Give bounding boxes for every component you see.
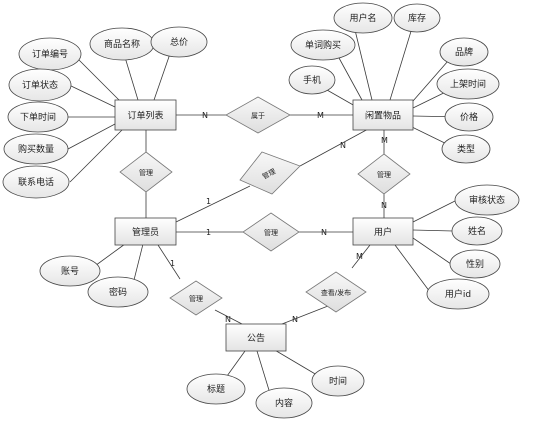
rel-admin-notice[interactable]: 管理 (169, 280, 223, 316)
attr-password[interactable]: 密码 (87, 276, 149, 308)
rel-admin-notice-label: 管理 (189, 294, 203, 303)
attr-account[interactable]: 账号 (39, 255, 101, 287)
attr-order-time-label: 下单时间 (20, 111, 56, 123)
notice-label: 公告 (247, 332, 265, 344)
card-manage-items-admin: 1 (206, 197, 211, 206)
rel-admin-user[interactable]: 管理 (242, 212, 300, 252)
admin-label: 管理员 (132, 226, 159, 238)
attr-contact-phone-label: 联系电话 (18, 176, 54, 188)
attr-password-label: 密码 (109, 286, 127, 298)
card-user-item-user: N (381, 201, 387, 210)
order-list-label: 订单列表 (127, 110, 163, 122)
attr-account-label: 账号 (61, 266, 79, 277)
attr-gender[interactable]: 性别 (449, 249, 501, 279)
idle-item-label: 闲置物品 (365, 110, 401, 122)
attr-brand-label: 品牌 (455, 46, 473, 58)
rel-manage-items[interactable]: 管理 (239, 151, 301, 195)
attr-name[interactable]: 姓名 (451, 216, 503, 246)
attr-single-purchase-label: 单词购买 (305, 39, 341, 51)
attr-user-id[interactable]: 用户id (426, 278, 490, 310)
attr-time[interactable]: 时间 (311, 365, 365, 397)
notice-entity[interactable]: 公告 (225, 323, 287, 352)
attr-time-label: 时间 (329, 375, 347, 387)
card-admin-user-admin: 1 (206, 228, 211, 237)
user-entity[interactable]: 用户 (352, 217, 414, 246)
order-list-entity[interactable]: 订单列表 (114, 99, 177, 131)
attr-contact-phone[interactable]: 联系电话 (2, 165, 70, 199)
card-user-notice-notice: N (292, 315, 298, 324)
attr-purchase-quantity[interactable]: 购买数量 (3, 133, 69, 165)
rel-order-item-label: 属于 (251, 112, 265, 120)
attr-phone[interactable]: 手机 (288, 65, 336, 95)
attr-brand[interactable]: 品牌 (439, 37, 489, 67)
attr-username-label: 用户名 (349, 12, 376, 24)
user-label: 用户 (374, 226, 392, 238)
rel-manage-orders-label: 管理 (139, 168, 153, 177)
card-admin-notice-notice: N (225, 315, 231, 324)
attr-order-number-label: 订单编号 (32, 48, 68, 60)
attr-review-status[interactable]: 审核状态 (454, 184, 520, 216)
admin-entity[interactable]: 管理员 (114, 217, 177, 246)
card-order-item-right: M (317, 111, 324, 120)
attr-single-purchase[interactable]: 单词购买 (290, 29, 356, 61)
attr-username[interactable]: 用户名 (333, 2, 393, 34)
attr-user-id-label: 用户id (445, 288, 471, 300)
card-admin-notice-admin: 1 (170, 259, 175, 268)
rel-user-notice-label: 查看/发布 (321, 288, 351, 297)
attr-order-status[interactable]: 订单状态 (8, 68, 72, 102)
attr-price-label: 价格 (460, 111, 478, 123)
attr-listing-time-label: 上架时间 (450, 78, 486, 90)
card-user-item-item: M (381, 136, 388, 145)
attr-stock[interactable]: 库存 (393, 3, 441, 33)
attr-type[interactable]: 类型 (441, 134, 491, 164)
rel-user-notice[interactable]: 查看/发布 (305, 271, 367, 313)
attr-product-name-label: 商品名称 (104, 38, 140, 50)
idle-item-entity[interactable]: 闲置物品 (352, 99, 414, 131)
cardinality-labels: N M 1 N M N 1 N 1 N M N (170, 111, 388, 324)
attr-purchase-quantity-label: 购买数量 (18, 143, 54, 155)
attr-total-price[interactable]: 总价 (150, 26, 208, 58)
attr-order-number[interactable]: 订单编号 (18, 37, 82, 71)
attr-phone-label: 手机 (303, 74, 321, 86)
attr-review-status-label: 审核状态 (469, 194, 505, 206)
card-user-notice-user: M (356, 252, 363, 261)
rel-user-item[interactable]: 管理 (357, 153, 411, 195)
attr-product-name[interactable]: 商品名称 (89, 27, 155, 61)
rel-admin-user-label: 管理 (264, 228, 278, 237)
attr-listing-time[interactable]: 上架时间 (436, 68, 500, 100)
rel-order-item[interactable]: 属于 (225, 96, 291, 134)
attr-gender-label: 性别 (466, 258, 484, 270)
rel-manage-orders[interactable]: 管理 (119, 151, 173, 193)
card-order-item-left: N (202, 111, 208, 120)
attr-type-label: 类型 (457, 143, 475, 155)
attr-total-price-label: 总价 (170, 36, 188, 48)
attr-order-time[interactable]: 下单时间 (7, 101, 69, 133)
card-admin-user-user: N (321, 228, 327, 237)
attr-price[interactable]: 价格 (444, 102, 494, 132)
attr-content-label: 内容 (275, 397, 293, 409)
card-manage-items-item: N (340, 141, 346, 150)
rel-user-item-label: 管理 (377, 170, 391, 179)
attr-title[interactable]: 标题 (186, 373, 246, 405)
attr-name-label: 姓名 (468, 225, 486, 237)
attr-title-label: 标题 (207, 383, 225, 395)
attr-order-status-label: 订单状态 (22, 79, 58, 91)
attr-stock-label: 库存 (408, 12, 426, 24)
attr-content[interactable]: 内容 (255, 387, 313, 419)
